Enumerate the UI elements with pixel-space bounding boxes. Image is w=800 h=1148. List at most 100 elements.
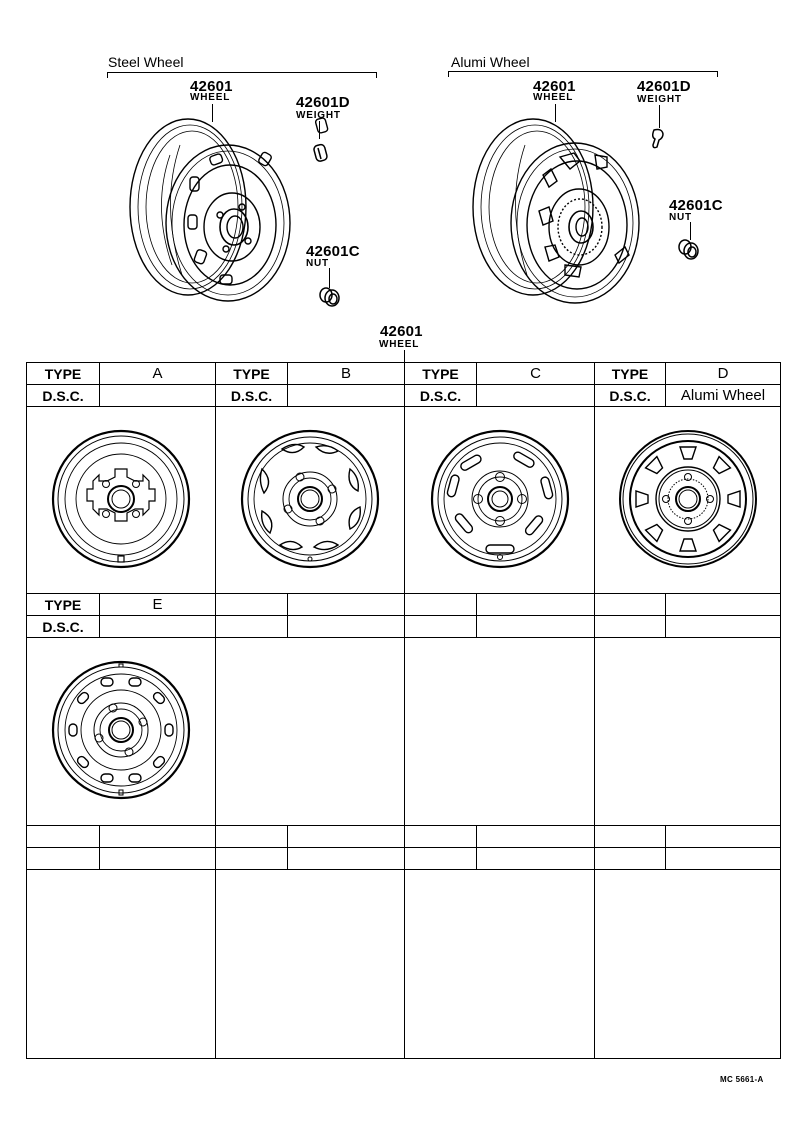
steel-weight-part-name: WEIGHT — [296, 110, 341, 121]
empty-cell — [665, 847, 781, 870]
empty-cell — [215, 615, 288, 638]
type-value-b: B — [287, 362, 405, 385]
alumi-nut-part-number: 42601C — [669, 197, 723, 214]
steel-wheel-part-name: WHEEL — [190, 92, 231, 103]
empty-illustration-cell — [404, 637, 595, 826]
dsc-value-c — [476, 384, 595, 407]
table-row-type-2: TYPE E — [26, 593, 781, 616]
dsc-label: D.S.C. — [404, 384, 477, 407]
steel-wheel-part-number: 42601 — [190, 78, 233, 95]
dsc-value-e — [99, 615, 216, 638]
table-row-dsc-3 — [26, 847, 781, 870]
empty-illustration-cell — [594, 637, 781, 826]
type-label: TYPE — [26, 593, 100, 616]
drawing-code: MC 5661-A — [720, 1075, 764, 1084]
steel-wheel-type-b-icon — [240, 429, 380, 568]
alumi-weight-leader-line — [659, 105, 660, 128]
wheel-type-table: TYPE A TYPE B TYPE C TYPE D D.S.C. D.S.C… — [26, 362, 781, 1059]
empty-cell — [594, 825, 666, 848]
steel-wheel-type-a-icon — [51, 429, 191, 568]
steel-wheel-perspective-icon — [129, 117, 329, 302]
steel-nut-part-number: 42601C — [306, 243, 360, 260]
steel-wheel-section-title: Steel Wheel — [108, 54, 184, 70]
table-row-illustrations-3 — [26, 869, 781, 1059]
empty-cell — [215, 825, 288, 848]
empty-cell — [404, 593, 477, 616]
type-label: TYPE — [26, 362, 100, 385]
empty-cell — [215, 593, 288, 616]
table-wheel-part-number: 42601 — [380, 323, 423, 340]
dsc-label: D.S.C. — [215, 384, 288, 407]
empty-cell — [287, 593, 405, 616]
empty-cell — [476, 593, 595, 616]
alumi-nut-icon — [678, 239, 699, 260]
dsc-value-b — [287, 384, 405, 407]
steel-weight-icon — [313, 143, 328, 162]
empty-cell — [404, 615, 477, 638]
dsc-label: D.S.C. — [594, 384, 666, 407]
empty-illustration-cell — [215, 869, 405, 1059]
empty-cell — [476, 825, 595, 848]
table-row-dsc-2: D.S.C. — [26, 615, 781, 638]
alumi-wheel-section-title: Alumi Wheel — [451, 54, 530, 70]
empty-cell — [404, 825, 477, 848]
steel-weight-leader-line — [319, 121, 320, 139]
steel-nut-part-name: NUT — [306, 258, 329, 269]
type-b-illustration-cell — [215, 406, 405, 594]
table-row-illustrations-1 — [26, 406, 781, 594]
steel-wheel-type-c-icon — [430, 429, 569, 568]
type-value-c: C — [476, 362, 595, 385]
empty-cell — [665, 825, 781, 848]
empty-cell — [594, 847, 666, 870]
empty-illustration-cell — [215, 637, 405, 826]
type-value-a: A — [99, 362, 216, 385]
dsc-value-a — [99, 384, 216, 407]
table-row-dsc-1: D.S.C. D.S.C. D.S.C. D.S.C. Alumi Wheel — [26, 384, 781, 407]
empty-illustration-cell — [26, 869, 216, 1059]
alumi-nut-leader-line — [690, 222, 691, 240]
empty-cell — [287, 615, 405, 638]
empty-cell — [476, 615, 595, 638]
empty-illustration-cell — [594, 869, 781, 1059]
type-d-illustration-cell — [594, 406, 781, 594]
empty-cell — [404, 847, 477, 870]
steel-wheel-type-e-icon — [51, 660, 191, 800]
empty-cell — [99, 847, 216, 870]
empty-cell — [476, 847, 595, 870]
steel-nut-leader-line — [329, 268, 330, 288]
alumi-wheel-perspective-icon — [472, 118, 640, 304]
type-a-illustration-cell — [26, 406, 216, 594]
steel-weight-part-number: 42601D — [296, 94, 350, 111]
alumi-wheel-type-d-icon — [618, 429, 757, 568]
empty-cell — [287, 847, 405, 870]
type-e-illustration-cell — [26, 637, 216, 826]
steel-wheel-leader-line — [212, 104, 213, 122]
empty-illustration-cell — [404, 869, 595, 1059]
alumi-weight-part-name: WEIGHT — [637, 94, 682, 105]
empty-cell — [26, 847, 100, 870]
empty-cell — [665, 593, 781, 616]
empty-cell — [287, 825, 405, 848]
alumi-weight-icon — [651, 128, 664, 149]
empty-cell — [99, 825, 216, 848]
type-label: TYPE — [404, 362, 477, 385]
alumi-nut-part-name: NUT — [669, 212, 692, 223]
type-value-d: D — [665, 362, 781, 385]
dsc-label: D.S.C. — [26, 615, 100, 638]
type-label: TYPE — [594, 362, 666, 385]
empty-cell — [26, 825, 100, 848]
type-c-illustration-cell — [404, 406, 595, 594]
alumi-wheel-part-number: 42601 — [533, 78, 576, 95]
type-label: TYPE — [215, 362, 288, 385]
dsc-value-d: Alumi Wheel — [665, 384, 781, 407]
dsc-label: D.S.C. — [26, 384, 100, 407]
steel-wheel-bracket — [107, 72, 377, 78]
alumi-weight-part-number: 42601D — [637, 78, 691, 95]
empty-cell — [215, 847, 288, 870]
empty-cell — [594, 615, 666, 638]
empty-cell — [665, 615, 781, 638]
alumi-wheel-bracket — [448, 71, 718, 77]
steel-nut-icon — [319, 287, 340, 307]
table-wheel-part-name: WHEEL — [379, 339, 420, 350]
alumi-wheel-leader-line — [555, 104, 556, 122]
